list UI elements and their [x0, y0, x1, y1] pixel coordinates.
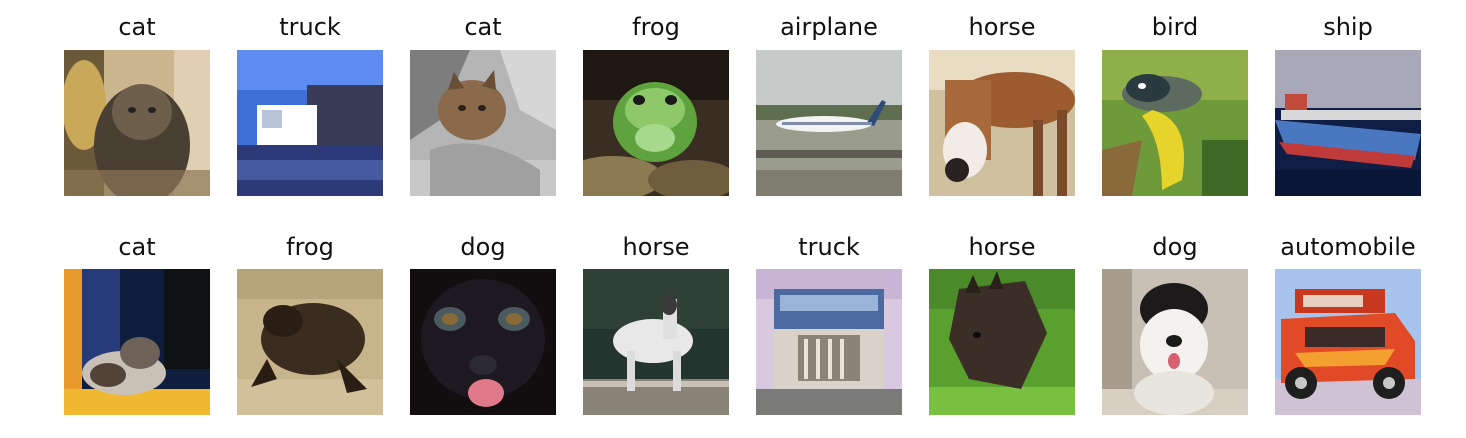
dog-thumbnail: [410, 269, 556, 415]
image-label: frog: [286, 233, 334, 261]
image-label: bird: [1151, 13, 1199, 41]
cat-thumbnail: [410, 50, 556, 196]
image-label: cat: [118, 233, 156, 261]
airplane-thumbnail: [756, 50, 902, 196]
image-label: airplane: [780, 13, 878, 41]
automobile-thumbnail: [1275, 269, 1421, 415]
image-label: dog: [460, 233, 506, 261]
image-label: horse: [622, 233, 690, 261]
frog-thumbnail: [237, 269, 383, 415]
cat-thumbnail: [64, 269, 210, 415]
image-label: dog: [1152, 233, 1198, 261]
truck-thumbnail: [237, 50, 383, 196]
horse-thumbnail: [583, 269, 729, 415]
image-label: horse: [968, 13, 1036, 41]
image-label: cat: [464, 13, 502, 41]
truck-thumbnail: [756, 269, 902, 415]
image-label: ship: [1323, 13, 1373, 41]
ship-thumbnail: [1275, 50, 1421, 196]
bird-thumbnail: [1102, 50, 1248, 196]
image-label: cat: [118, 13, 156, 41]
image-label: horse: [968, 233, 1036, 261]
image-label: truck: [279, 13, 341, 41]
image-label: frog: [632, 13, 680, 41]
image-label: automobile: [1280, 233, 1416, 261]
frog-thumbnail: [583, 50, 729, 196]
horse-thumbnail: [929, 50, 1075, 196]
image-label: truck: [798, 233, 860, 261]
horse-thumbnail: [929, 269, 1075, 415]
dog-thumbnail: [1102, 269, 1248, 415]
cat-thumbnail: [64, 50, 210, 196]
